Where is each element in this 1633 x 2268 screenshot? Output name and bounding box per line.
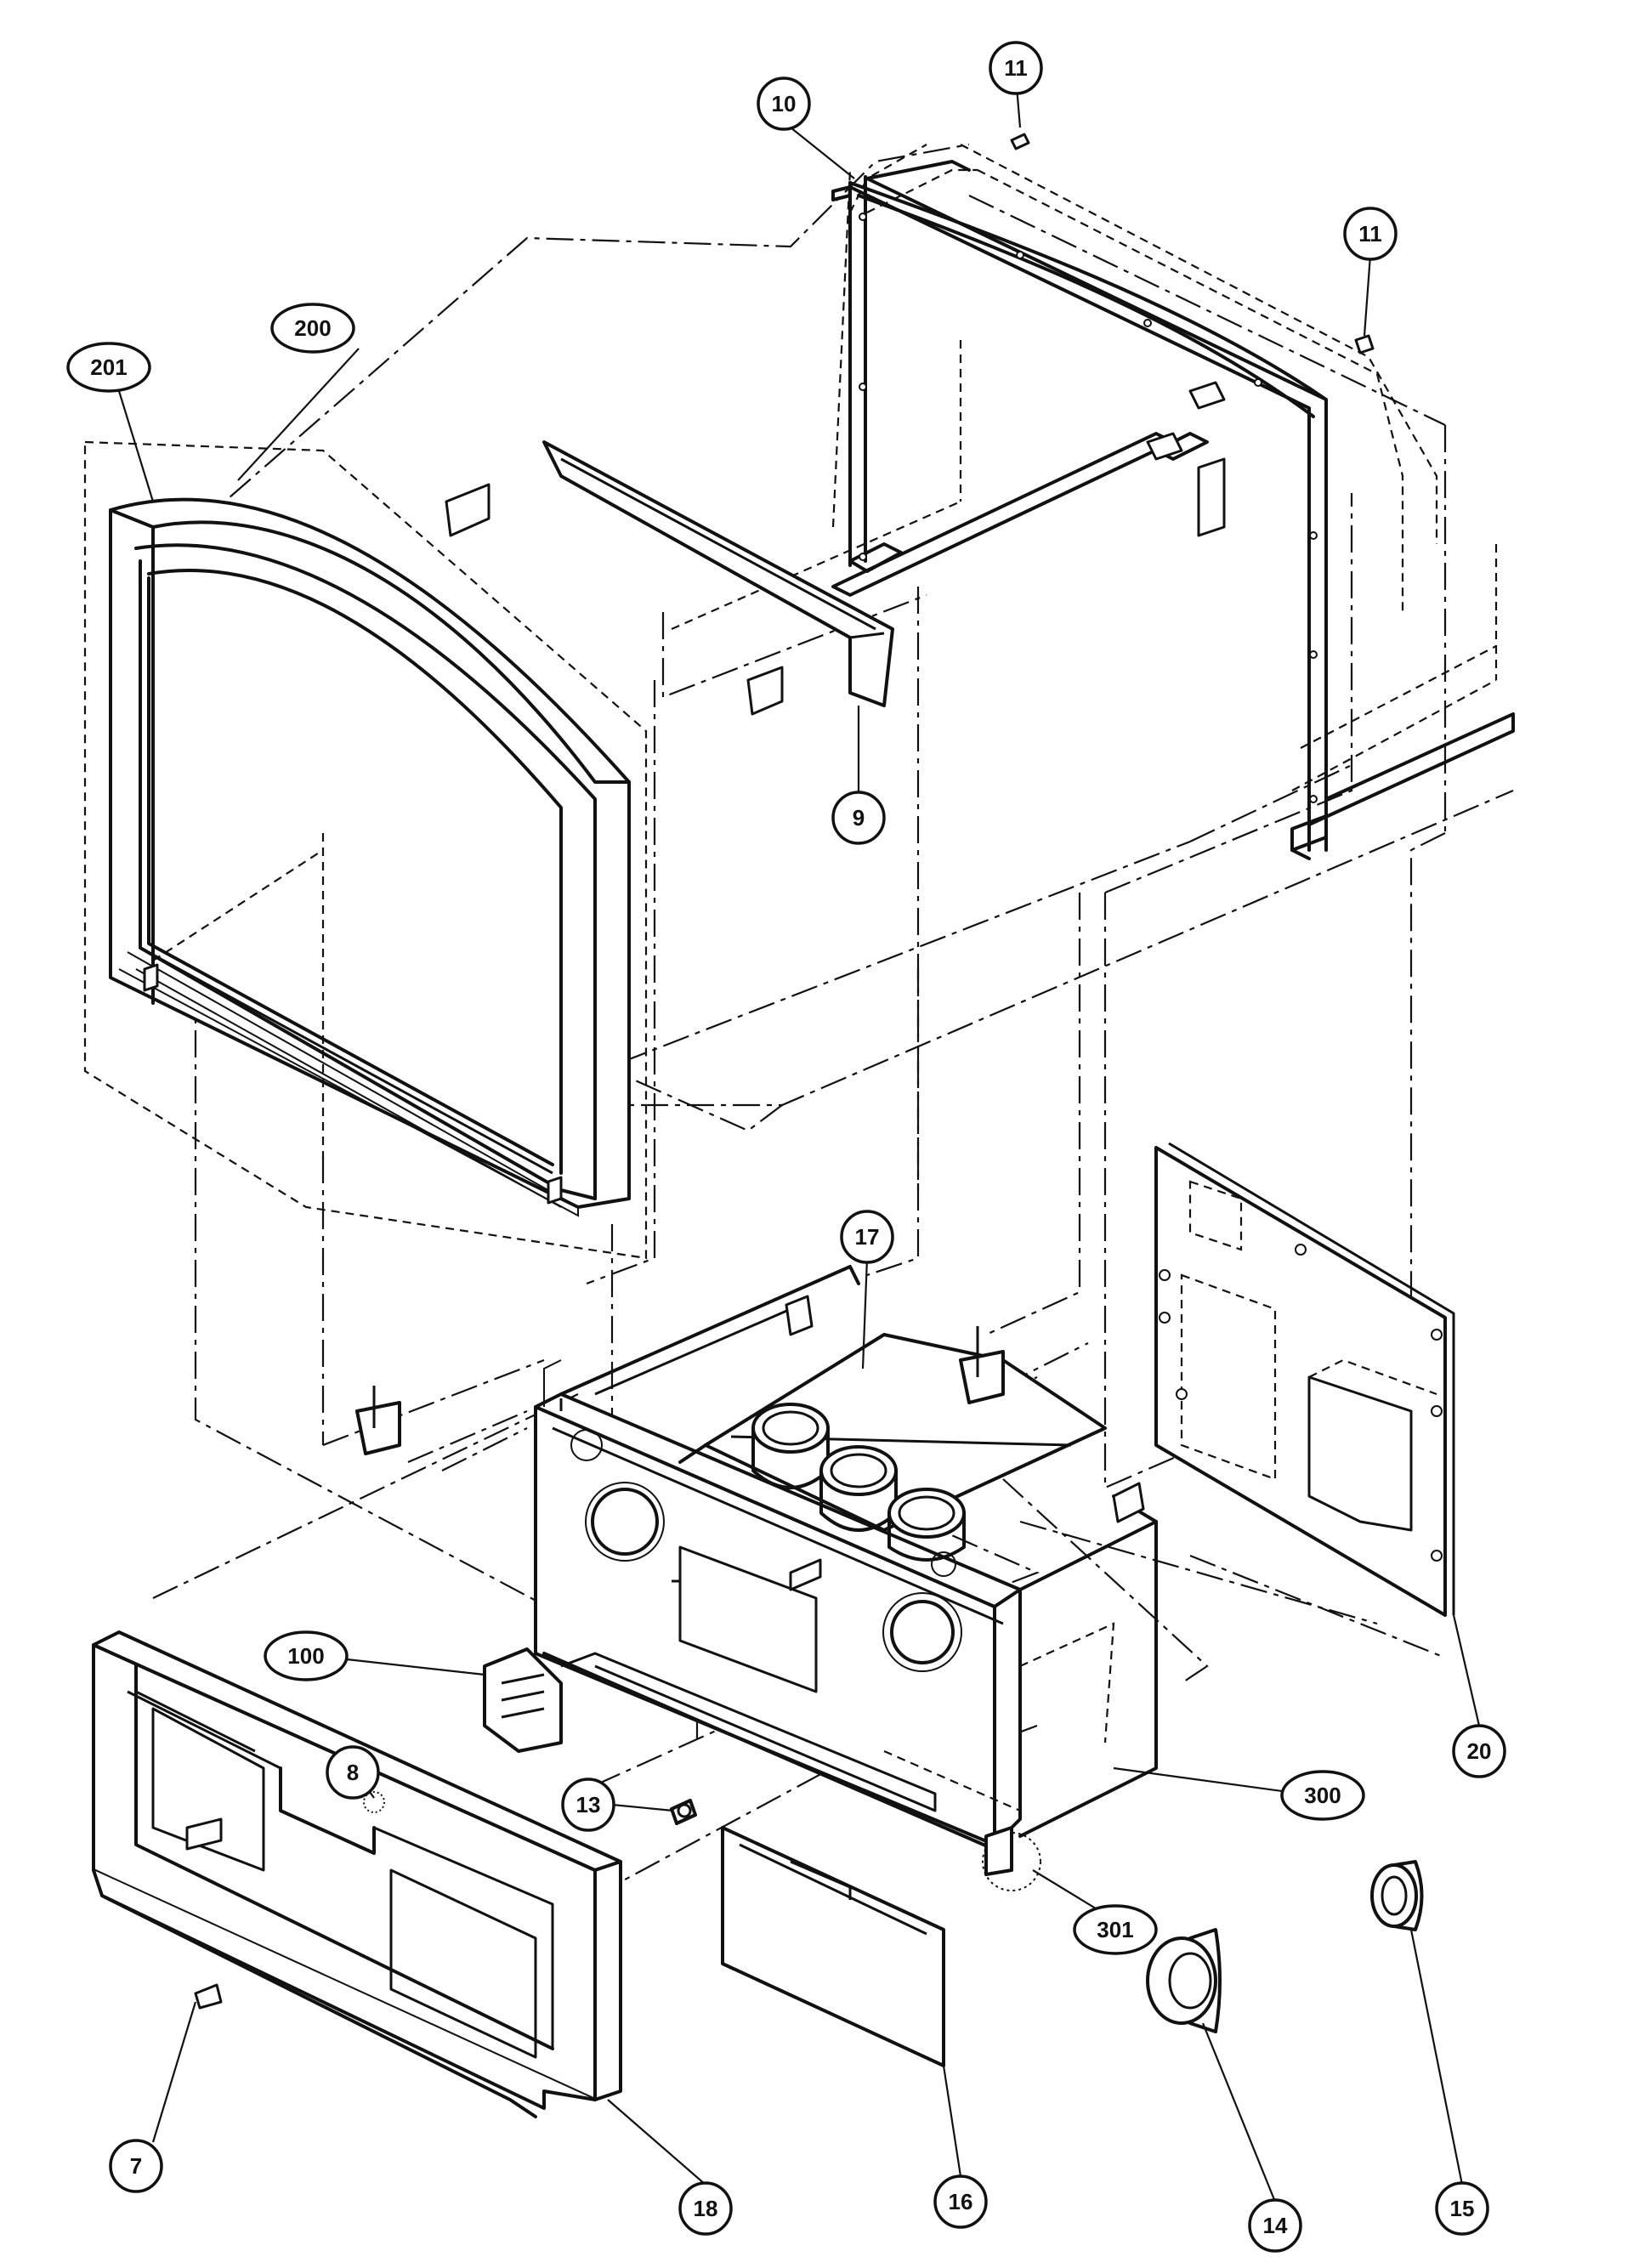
- screen-bezel-200-201: [83, 440, 648, 1260]
- svg-text:100: 100: [287, 1643, 324, 1669]
- lens-group: [751, 1403, 966, 1562]
- svg-text:200: 200: [294, 315, 331, 341]
- svg-text:15: 15: [1450, 2196, 1475, 2221]
- svg-text:13: 13: [576, 1792, 601, 1817]
- callout-200: 200: [270, 303, 355, 354]
- svg-text:301: 301: [1097, 1917, 1133, 1942]
- svg-text:20: 20: [1467, 1738, 1492, 1764]
- callout-9: 9: [831, 791, 886, 845]
- pcb-16: [721, 1826, 945, 2067]
- callout-11-top: 11: [989, 41, 1043, 95]
- callout-300: 300: [1280, 1770, 1365, 1821]
- svg-text:14: 14: [1263, 2213, 1288, 2238]
- callout-201: 201: [66, 342, 151, 393]
- callout-10: 10: [757, 77, 811, 131]
- svg-text:16: 16: [949, 2189, 973, 2214]
- callout-8: 8: [326, 1745, 380, 1800]
- callout-16: 16: [933, 2174, 988, 2229]
- svg-text:9: 9: [853, 805, 865, 831]
- callout-7: 7: [109, 2139, 163, 2193]
- mounting-brackets: [355, 1326, 1005, 1455]
- svg-text:10: 10: [772, 91, 797, 116]
- svg-text:8: 8: [347, 1760, 359, 1785]
- svg-text:300: 300: [1304, 1783, 1341, 1808]
- svg-text:7: 7: [130, 2153, 142, 2179]
- svg-text:17: 17: [855, 1224, 880, 1250]
- frame-clips: [445, 483, 784, 716]
- callout-13: 13: [561, 1778, 615, 1832]
- callout-100: 100: [264, 1630, 349, 1681]
- speaker-14: [1146, 1928, 1222, 2033]
- front-cabinet-300: [534, 1265, 1158, 1891]
- callout-17: 17: [840, 1210, 894, 1264]
- part-9-bracket: [542, 440, 894, 707]
- callout-20: 20: [1452, 1724, 1506, 1778]
- callout-15: 15: [1435, 2181, 1489, 2236]
- callout-18: 18: [678, 2181, 733, 2236]
- callout-14: 14: [1248, 2198, 1302, 2253]
- svg-text:18: 18: [694, 2196, 718, 2221]
- svg-text:11: 11: [1004, 55, 1028, 81]
- speaker-15: [1370, 1860, 1424, 1931]
- callout-11-right: 11: [1343, 207, 1398, 261]
- svg-text:201: 201: [90, 354, 127, 380]
- screw-13: [670, 1799, 697, 1825]
- rear-panel-20: [1154, 1142, 1455, 1617]
- callout-301: 301: [1073, 1904, 1158, 1955]
- board-bracket-100: [483, 1647, 563, 1753]
- top-frame-assembly: [831, 133, 1515, 860]
- leader-lines: [117, 76, 1481, 2203]
- svg-text:11: 11: [1358, 221, 1382, 247]
